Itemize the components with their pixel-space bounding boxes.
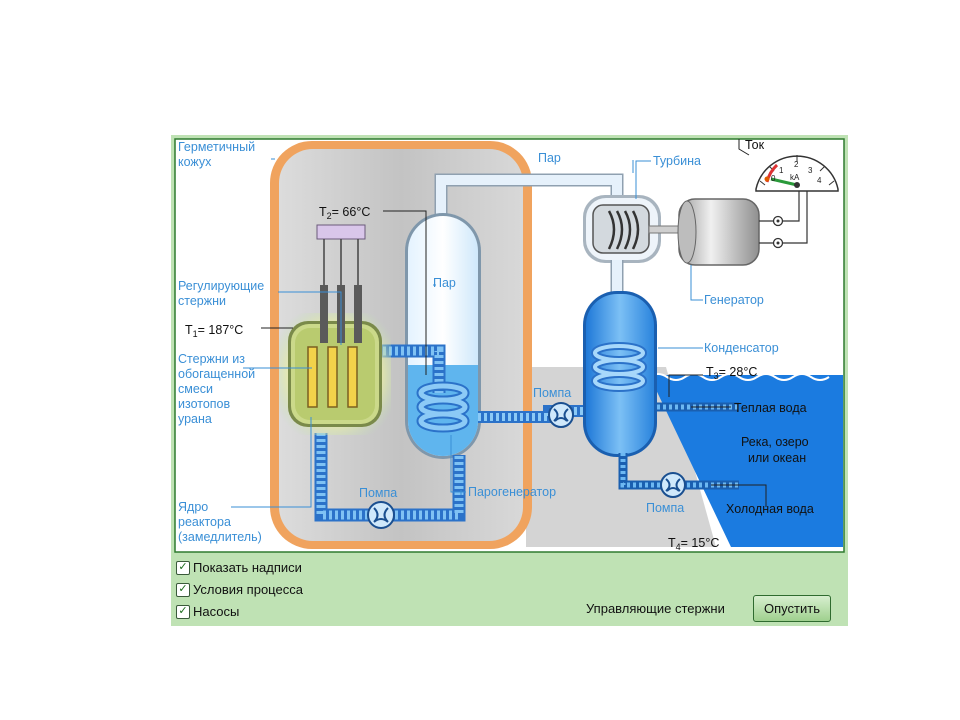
label-core-1: Ядро <box>178 500 208 514</box>
label-containment-2: кожух <box>178 155 212 169</box>
checkbox-icon[interactable]: ✓ <box>176 582 190 597</box>
label-core-3: (замедлитель) <box>178 530 262 544</box>
river-water <box>649 375 843 547</box>
label-fuel-2: обогащенной <box>178 367 255 381</box>
label-steam-inner: Пар <box>433 276 456 290</box>
meter-tick-2: 2 <box>794 160 799 169</box>
label-steam-top: Пар <box>538 151 561 165</box>
ammeter-needle <box>770 177 798 187</box>
primary-hot-leg <box>377 346 444 393</box>
pumps-label: Насосы <box>193 604 240 619</box>
fuel-rods <box>307 346 358 408</box>
meter-tick-3: 3 <box>808 166 813 175</box>
label-control-rods-2: стержни <box>178 294 226 308</box>
control-panel: ✓ Показать надписи ✓ Условия процесса ✓ … <box>171 556 848 626</box>
label-pump-mid: Помпа <box>533 386 571 400</box>
label-cold-water: Холодная вода <box>726 502 814 516</box>
pump-cooling[interactable] <box>660 472 686 498</box>
label-containment-1: Герметичный <box>178 140 255 154</box>
meter-unit: kA <box>790 173 800 182</box>
label-warm-water: Теплая вода <box>734 401 807 415</box>
checkbox-icon[interactable]: ✓ <box>176 560 190 575</box>
label-core-2: реактора <box>178 515 231 529</box>
label-river-2: или океан <box>748 451 806 465</box>
meter-tick-1: 1 <box>779 166 784 175</box>
reactor-scene: 0 1 2 3 4 kA <box>174 138 845 553</box>
control-rods-label: Управляющие стержни <box>586 601 725 616</box>
pump-secondary[interactable] <box>548 402 574 428</box>
label-t1: T1= 187°C <box>185 323 243 339</box>
water-waves <box>648 373 830 381</box>
label-pump-primary: Помпа <box>359 486 397 500</box>
ammeter: 0 1 2 3 4 kA <box>755 155 839 192</box>
label-pump-right: Помпа <box>646 501 684 515</box>
label-turbine: Турбина <box>653 154 701 168</box>
label-river-1: Река, озеро <box>741 435 809 449</box>
label-steam-generator: Парогенератор <box>468 485 556 499</box>
label-fuel-1: Стержни из <box>178 352 245 366</box>
label-fuel-4: изотопов <box>178 397 231 411</box>
turbine-blades <box>607 210 640 250</box>
process-conditions-label: Условия процесса <box>193 582 303 597</box>
checkbox-icon[interactable]: ✓ <box>176 604 190 619</box>
meter-tick-4: 4 <box>817 176 822 185</box>
label-t2: T2= 66°C <box>319 205 370 221</box>
label-t3: T3= 28°C <box>706 365 757 381</box>
pump-primary[interactable] <box>367 501 395 529</box>
label-fuel-5: урана <box>178 412 212 426</box>
label-generator: Генератор <box>704 293 764 307</box>
process-conditions-checkbox[interactable]: ✓ Условия процесса <box>176 582 303 597</box>
label-fuel-3: смеси <box>178 382 213 396</box>
label-t4: T4= 15°C <box>668 536 719 552</box>
control-rod-drive <box>316 224 366 240</box>
label-current: Ток <box>745 138 765 152</box>
label-condenser: Конденсатор <box>704 341 779 355</box>
lower-rods-button[interactable]: Опустить <box>753 595 831 622</box>
simulation-frame: 0 1 2 3 4 kA <box>171 135 848 626</box>
meter-tick-0: 0 <box>771 174 776 183</box>
show-labels-checkbox[interactable]: ✓ Показать надписи <box>176 560 302 575</box>
pumps-checkbox[interactable]: ✓ Насосы <box>176 604 239 619</box>
label-control-rods-1: Регулирующие <box>178 279 264 293</box>
show-labels-label: Показать надписи <box>193 560 302 575</box>
